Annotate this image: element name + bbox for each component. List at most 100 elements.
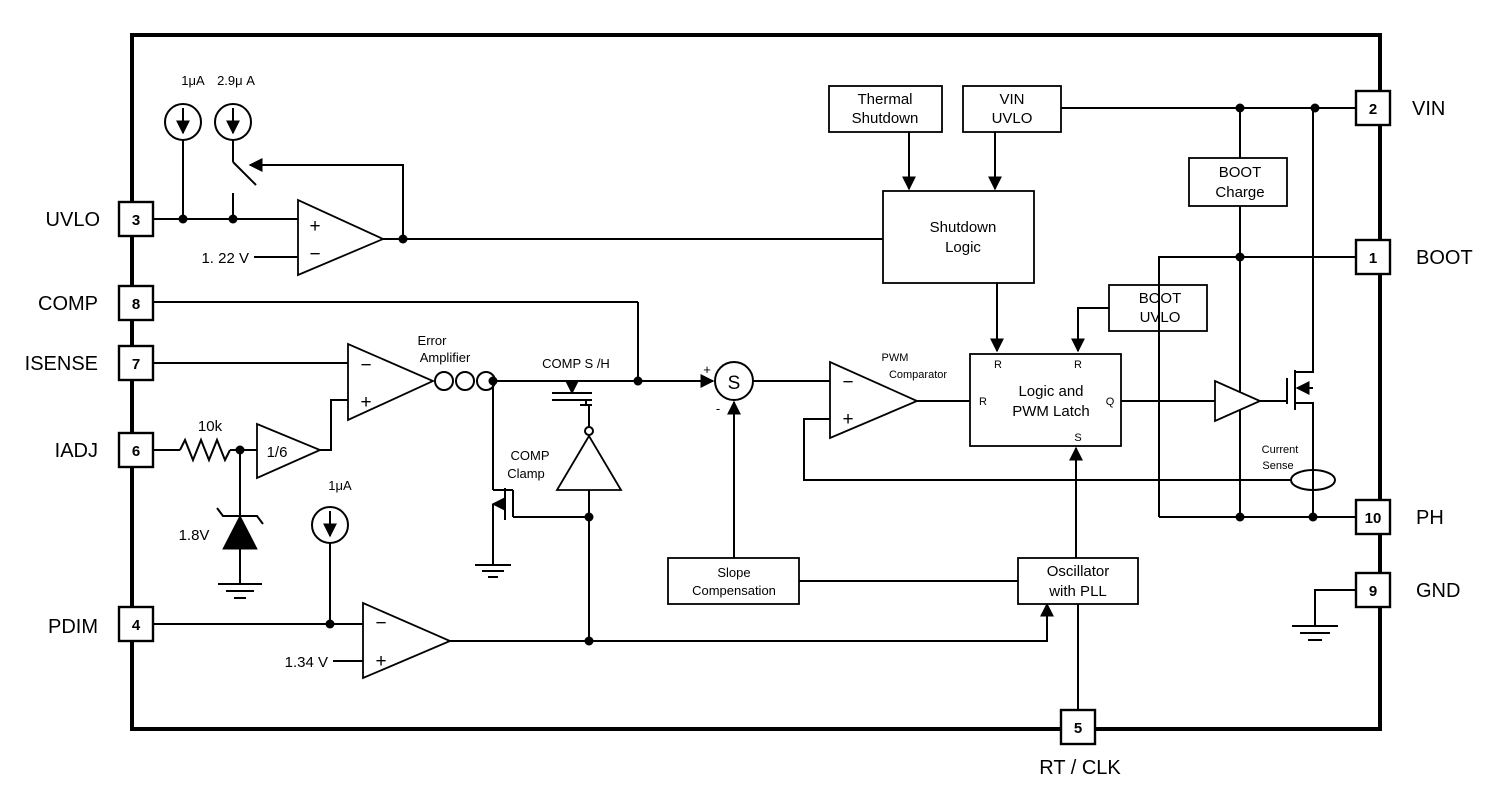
svg-text:UVLO: UVLO [46, 209, 100, 231]
pin-gnd: 9 GND [1354, 571, 1460, 609]
svg-text:R: R [994, 359, 1002, 371]
svg-text:RT / CLK: RT / CLK [1039, 757, 1121, 779]
chip-outline [130, 33, 1382, 731]
svg-text:−: − [360, 355, 371, 376]
oscillator-pll-block [1017, 557, 1139, 605]
svg-text:BOOT: BOOT [1219, 164, 1262, 181]
svg-text:PDIM: PDIM [48, 616, 98, 638]
pin-ph: 10 PH [1354, 498, 1444, 536]
transconductance-icon [434, 371, 454, 391]
svg-text:+: + [842, 409, 853, 430]
svg-text:4: 4 [132, 617, 141, 634]
svg-text:Logic and: Logic and [1018, 383, 1083, 400]
svg-text:−: − [842, 372, 853, 393]
error-amp-section: − + Error Amplifier COMP S /H [153, 301, 715, 646]
pin-rt-clk: 5 RT / CLK [1039, 708, 1121, 779]
thermal-shutdown-block [828, 85, 943, 133]
pin-iadj: 6 IADJ [55, 431, 155, 469]
svg-text:IADJ: IADJ [55, 440, 98, 462]
shutdown-logic-block [882, 190, 1035, 284]
svg-text:Comparator: Comparator [889, 369, 947, 381]
src-1ua-label: 1μA [181, 73, 205, 88]
error-amplifier-icon [347, 342, 436, 422]
svg-text:5: 5 [1074, 720, 1082, 737]
comp-sh-label: COMP S /H [542, 356, 610, 371]
svg-text:1/6: 1/6 [267, 444, 288, 461]
svg-text:Shutdown: Shutdown [852, 110, 919, 127]
svg-text:+: + [703, 362, 711, 377]
svg-text:−: − [375, 613, 386, 634]
svg-text:10k: 10k [198, 418, 223, 435]
svg-text:Amplifier: Amplifier [420, 350, 471, 365]
svg-text:7: 7 [132, 356, 140, 373]
svg-text:UVLO: UVLO [992, 110, 1033, 127]
svg-text:ISENSE: ISENSE [25, 353, 98, 375]
svg-text:VIN: VIN [999, 91, 1024, 108]
hysteresis-switch-icon [232, 161, 257, 186]
svg-text:−: − [309, 244, 320, 265]
svg-text:COMP: COMP [511, 448, 550, 463]
svg-text:1.8V: 1.8V [179, 527, 210, 544]
svg-text:PWM Latch: PWM Latch [1012, 403, 1090, 420]
svg-text:9: 9 [1369, 583, 1377, 600]
pin-vin: 2 VIN [1354, 89, 1445, 127]
svg-text:with PLL: with PLL [1048, 583, 1107, 600]
shutdown-section: Thermal Shutdown VIN UVLO Shutdown Logic [828, 85, 1356, 353]
svg-text:S: S [728, 373, 741, 394]
svg-text:R: R [979, 396, 987, 408]
svg-text:1μA: 1μA [328, 478, 352, 493]
svg-text:8: 8 [132, 296, 140, 313]
svg-text:Clamp: Clamp [507, 466, 545, 481]
svg-text:Q: Q [1106, 396, 1115, 408]
pin-isense: 7 ISENSE [25, 344, 155, 382]
divider-amplifier-icon [256, 422, 323, 480]
svg-text:PWM: PWM [882, 352, 909, 364]
svg-text:VIN: VIN [1412, 98, 1445, 120]
svg-text:2: 2 [1369, 101, 1377, 118]
svg-text:Logic: Logic [945, 239, 981, 256]
current-sense-icon [1290, 469, 1336, 491]
current-source-1ua-icon [164, 103, 202, 141]
gate-driver-icon [1214, 379, 1263, 423]
svg-text:+: + [375, 651, 386, 672]
svg-text:Slope: Slope [717, 565, 750, 580]
svg-text:1.34 V: 1.34 V [285, 654, 328, 671]
svg-text:GND: GND [1416, 580, 1460, 602]
svg-text:Thermal: Thermal [857, 91, 912, 108]
current-source-2p9ua-icon [214, 103, 252, 141]
svg-text:-: - [716, 401, 720, 416]
output-stage-section: BOOT UVLO BOOT Charge Current Sense [1071, 103, 1356, 641]
svg-text:PH: PH [1416, 507, 1444, 529]
resistor-10k-icon [179, 437, 231, 463]
svg-text:Current: Current [1262, 444, 1299, 456]
svg-text:COMP: COMP [38, 293, 98, 315]
svg-text:1: 1 [1369, 250, 1377, 267]
svg-text:S: S [1074, 432, 1081, 444]
svg-text:Compensation: Compensation [692, 583, 776, 598]
pin-uvlo: 3 UVLO [46, 200, 155, 238]
pdim-section: 1μA − + 1.34 V [153, 478, 1054, 680]
current-source-pdim-icon [311, 506, 349, 544]
pdim-comparator-icon [362, 601, 453, 680]
src-2p9ua-label: 2.9μ A [217, 73, 255, 88]
svg-text:Oscillator: Oscillator [1047, 563, 1110, 580]
pin-pdim: 4 PDIM [48, 605, 155, 643]
pin-boot: 1 BOOT [1354, 238, 1473, 276]
svg-text:BOOT: BOOT [1416, 247, 1473, 269]
svg-text:Shutdown: Shutdown [930, 219, 997, 236]
svg-text:+: + [360, 392, 371, 413]
uvlo-section: 1μA 2.9μ A + − 1. 22 V [153, 73, 883, 277]
pwm-section: S + - − + PWM Comparator Logic and PWM L… [703, 352, 1292, 558]
svg-text:Error: Error [418, 333, 448, 348]
svg-text:10: 10 [1365, 510, 1382, 527]
boot-charge-block [1188, 157, 1288, 207]
iadj-section: 10k 1/6 1.8V [153, 399, 348, 599]
svg-text:Charge: Charge [1215, 184, 1264, 201]
zener-diode-icon [222, 514, 258, 550]
pwm-comparator-icon [829, 360, 920, 440]
svg-text:R: R [1074, 359, 1082, 371]
ref-1p22-label: 1. 22 V [201, 250, 249, 267]
svg-text:3: 3 [132, 212, 140, 229]
uvlo-comparator-icon [297, 198, 386, 277]
